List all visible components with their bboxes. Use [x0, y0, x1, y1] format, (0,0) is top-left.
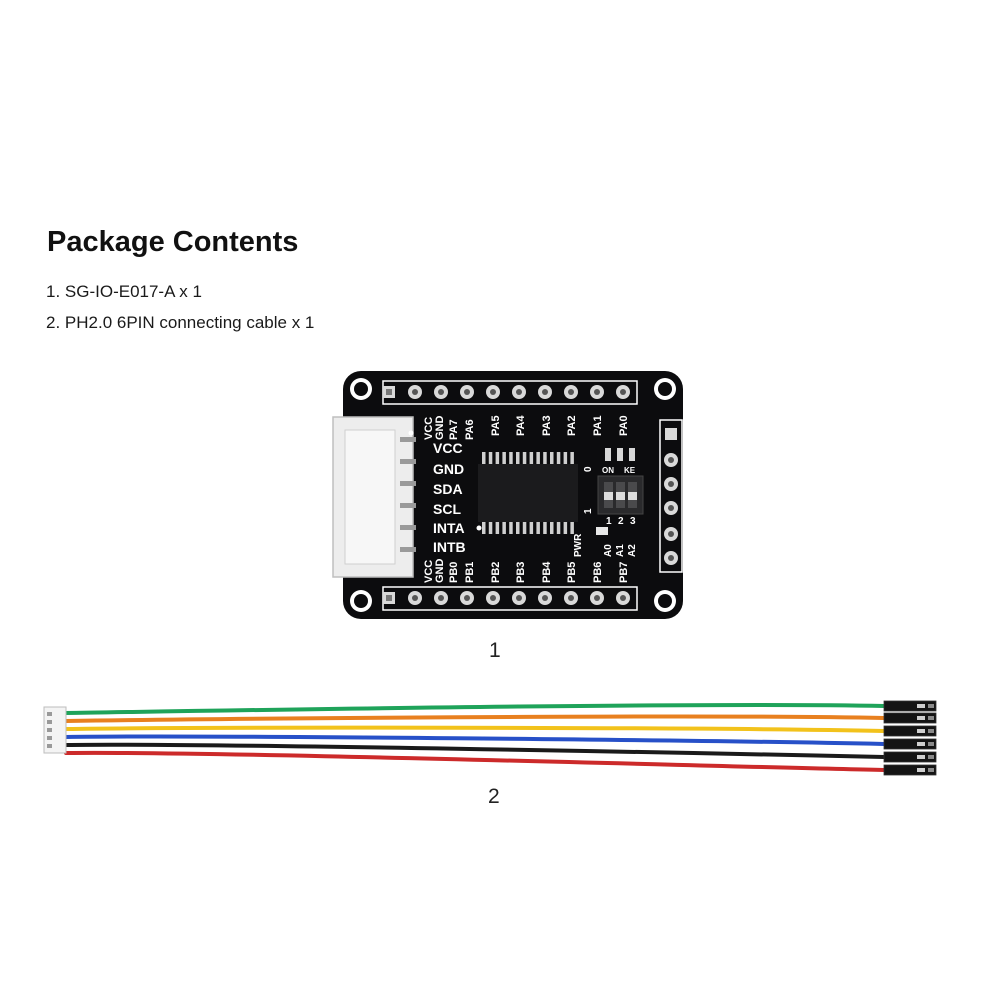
list-item: 1. SG-IO-E017-A x 1 — [46, 282, 202, 301]
header-pad — [665, 428, 677, 440]
pin-label: PA1 — [592, 415, 604, 436]
pin-label: PA5 — [490, 415, 502, 436]
address-label: A1 — [615, 544, 626, 557]
jst-connector — [43, 706, 67, 754]
cable-wire — [64, 714, 886, 723]
switch-label: 3 — [630, 516, 636, 527]
io-expander-board: VCC GND PA7 PA6 PA5 PA4 PA3 PA2 PA1 PA0 … — [332, 371, 683, 619]
figure-label-1: 1 — [489, 639, 501, 662]
dupont-housing — [883, 712, 937, 724]
pin-label: GND — [433, 461, 464, 477]
address-label: A0 — [603, 544, 614, 557]
pwr-label: PWR — [573, 533, 584, 557]
pin-label: PB6 — [592, 562, 604, 583]
dupont-housing — [883, 751, 937, 763]
pin-label: GND — [434, 416, 446, 441]
dupont-housing — [883, 725, 937, 737]
ph2-6pin-cable — [43, 700, 937, 776]
switch-label: 2 — [618, 516, 624, 527]
switch-label: 1 — [583, 508, 594, 514]
switch-label: ON — [602, 466, 614, 475]
cable-wire — [64, 725, 886, 733]
pin-label: PB4 — [541, 561, 553, 583]
pin-label: PA2 — [566, 415, 578, 436]
pin-label: SDA — [433, 481, 463, 497]
pin-label: PB0 — [448, 562, 460, 583]
pin-label: PB5 — [566, 562, 578, 583]
pin-label: INTB — [433, 539, 466, 555]
address-label: A2 — [627, 544, 638, 557]
pin-label: PA3 — [541, 415, 553, 436]
pin-label: PB1 — [464, 562, 476, 583]
pin-label: VCC — [433, 440, 463, 456]
figure-label-2: 2 — [488, 785, 500, 808]
dupont-housing — [883, 764, 937, 776]
cable-wire — [64, 702, 886, 715]
pin-label: PA4 — [515, 415, 527, 436]
pin-label: SCL — [433, 501, 461, 517]
pin-label: PB7 — [618, 562, 630, 583]
pin-label: PA6 — [464, 419, 476, 440]
pin-label: INTA — [433, 520, 465, 536]
dupont-housing — [883, 700, 937, 712]
cable-wire — [64, 750, 886, 772]
switch-label: 1 — [606, 516, 612, 527]
switch-label: KE — [624, 466, 636, 475]
page-title: Package Contents — [47, 226, 299, 258]
dupont-housing — [883, 738, 937, 750]
cable-wire — [64, 734, 886, 746]
pin-label: PB3 — [515, 562, 527, 583]
cable-wire — [64, 742, 886, 759]
pin-label: VCC — [423, 417, 435, 440]
pin-label: VCC — [423, 560, 435, 583]
pin-label: GND — [434, 559, 446, 584]
list-item: 2. PH2.0 6PIN connecting cable x 1 — [46, 313, 315, 332]
switch-label: 0 — [583, 466, 594, 472]
pin-label: PB2 — [490, 562, 502, 583]
pin-label: PA7 — [448, 419, 460, 440]
pin-label: PA0 — [618, 415, 630, 436]
